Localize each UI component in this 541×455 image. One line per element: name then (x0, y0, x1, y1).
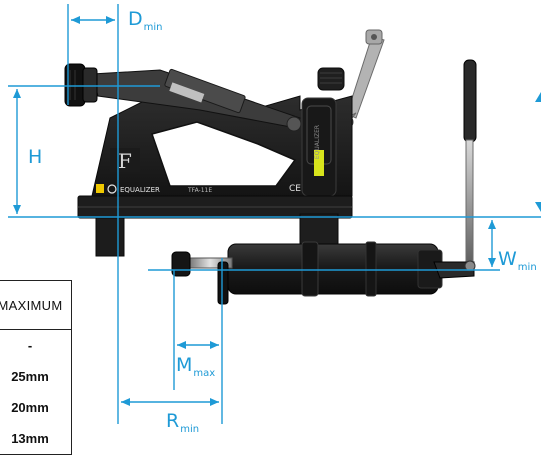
dmin-label: Dmin (128, 10, 163, 33)
hydraulic-cylinder (227, 243, 439, 295)
rmin-label-sub: min (180, 424, 200, 435)
lower-stub (95, 217, 125, 257)
rmin-label-main: R (166, 410, 180, 432)
spec-table: MAXIMUM - 25mm 20mm 13mm (0, 280, 72, 455)
h-label-main: H (28, 146, 43, 168)
arm-contact-cap (64, 63, 98, 107)
h-label: H (28, 148, 42, 167)
tool-device: EQUALIZER F EQUALIZER TFA-11E CE (64, 29, 477, 305)
pump-handle (433, 59, 477, 279)
dimension-lines (8, 4, 541, 424)
right-edge-arrow-top (535, 92, 541, 102)
warning-label (96, 184, 104, 193)
spec-table-row: 25mm (11, 369, 49, 385)
wmin-label-main: W (498, 248, 517, 270)
brand-text: EQUALIZER (120, 186, 160, 194)
right-edge-arrow-bottom (535, 202, 541, 212)
ce-mark: CE (289, 184, 301, 194)
brand-logo: F (110, 148, 140, 173)
svg-text:F: F (118, 149, 132, 173)
side-plate-text: EQUALIZER (314, 125, 321, 159)
wmin-label: Wmin (498, 250, 537, 273)
mmax-label-main: M (176, 354, 193, 376)
spec-table-row: - (27, 338, 33, 354)
model-text: TFA-11E (187, 187, 212, 194)
rmin-label: Rmin (166, 412, 199, 435)
adjust-knob (317, 67, 345, 91)
info-icon (107, 184, 117, 194)
mmax-label-sub: max (193, 368, 216, 379)
spec-table-row: 13mm (11, 430, 49, 446)
wmin-label-sub: min (517, 262, 537, 273)
dmin-label-main: D (128, 8, 143, 30)
dmin-label-sub: min (143, 22, 163, 33)
spec-table-header: MAXIMUM (0, 280, 72, 331)
spec-table-row: 20mm (11, 399, 49, 415)
mmax-label: Mmax (176, 356, 215, 379)
